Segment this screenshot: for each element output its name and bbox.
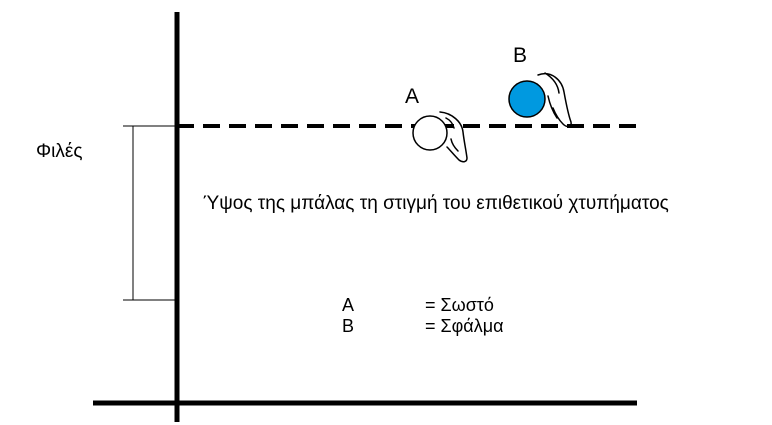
legend-key-b: B <box>342 316 354 336</box>
hand-b-icon <box>537 72 572 128</box>
ball-a <box>412 115 448 151</box>
ball-b <box>508 80 546 118</box>
net-label: Φιλές <box>36 141 83 162</box>
legend: A = Σωστό B = Σφάλμα <box>342 295 504 336</box>
legend-value-a: = Σωστό <box>425 295 494 315</box>
caption: Ύψος της μπάλας τη στιγμή του επιθετικού… <box>203 193 669 214</box>
ball-a-label: A <box>405 85 419 108</box>
net-height-bracket <box>123 125 177 301</box>
hand-a-icon <box>439 111 468 163</box>
ball-b-label: B <box>513 44 527 67</box>
legend-key-a: A <box>342 295 354 315</box>
legend-value-b: = Σφάλμα <box>425 316 504 336</box>
